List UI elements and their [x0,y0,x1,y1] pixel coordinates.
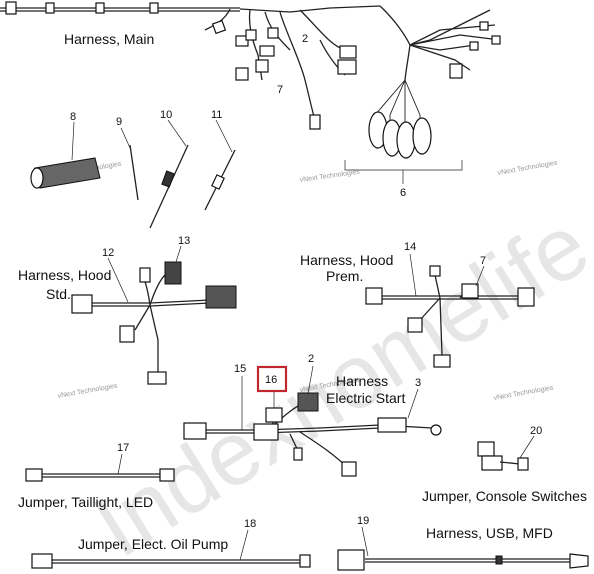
callout-14: 14 [404,241,416,253]
callout-11: 11 [211,109,222,121]
loom-sleeve-8: 8 [30,111,101,189]
callout-7: 7 [480,255,486,267]
harness-hood-std: Harness, Hood Std. 12 13 [18,235,237,385]
callout-2: 2 [302,33,308,45]
label-jumper-taillight: Jumper, Taillight, LED [18,494,153,510]
callout-16: 16 [265,374,277,386]
label-jumper-oil-pump: Jumper, Elect. Oil Pump [78,536,228,552]
highlight-box-16 [256,365,288,393]
callout-3: 3 [415,377,421,389]
jumper-taillight: Jumper, Taillight, LED 17 [18,442,175,510]
callout-9: 9 [116,116,122,128]
cable-tie-10: 10 [149,109,189,229]
label-harness-usb: Harness, USB, MFD [426,525,553,541]
callout-18: 18 [244,518,256,530]
watermark-text: vNext Technologies [57,382,118,399]
callout-2: 2 [308,353,314,365]
harness-main: Harness, Main 2 7 [0,1,501,159]
label-jumper-console: Jumper, Console Switches [422,488,587,504]
watermark-text: vNext Technologies [299,169,360,184]
callout-19: 19 [357,515,369,527]
callout-7: 7 [277,84,283,96]
tie-clip-11: 11 [204,109,236,211]
watermark-text: vNext Technologies [497,159,558,176]
label-harness-electric-start: Harness [336,373,388,389]
callout-17: 17 [117,442,129,454]
jumper-oil-pump: Jumper, Elect. Oil Pump 18 [31,518,311,569]
label-harness-hood-std-line2: Std. [46,286,71,302]
label-harness-hood-std: Harness, Hood [18,267,111,283]
callout-13: 13 [178,235,190,247]
harness-electric-start: Harness Electric Start 15 16 2 3 [183,353,442,477]
callout-15: 15 [234,363,246,375]
label-harness-hood-prem-line2: Prem. [326,268,363,284]
label-harness-hood-prem: Harness, Hood [300,252,393,268]
jumper-console: Jumper, Console Switches 20 [422,425,587,504]
label-harness-main: Harness, Main [64,31,154,47]
callout-12: 12 [102,247,114,259]
label-harness-electric-start-line2: Electric Start [326,390,405,406]
watermark-text: vNext Technologies [493,384,554,401]
tie-strap-9: 9 [116,116,139,201]
harness-usb: Harness, USB, MFD 19 [337,515,589,571]
callout-20: 20 [530,425,542,437]
callout-8: 8 [70,111,76,123]
harness-hood-prem: Harness, Hood Prem. 14 7 [300,241,535,368]
callout-6-group: 6 [344,160,463,199]
callout-6: 6 [400,187,406,199]
callout-10: 10 [160,109,172,121]
